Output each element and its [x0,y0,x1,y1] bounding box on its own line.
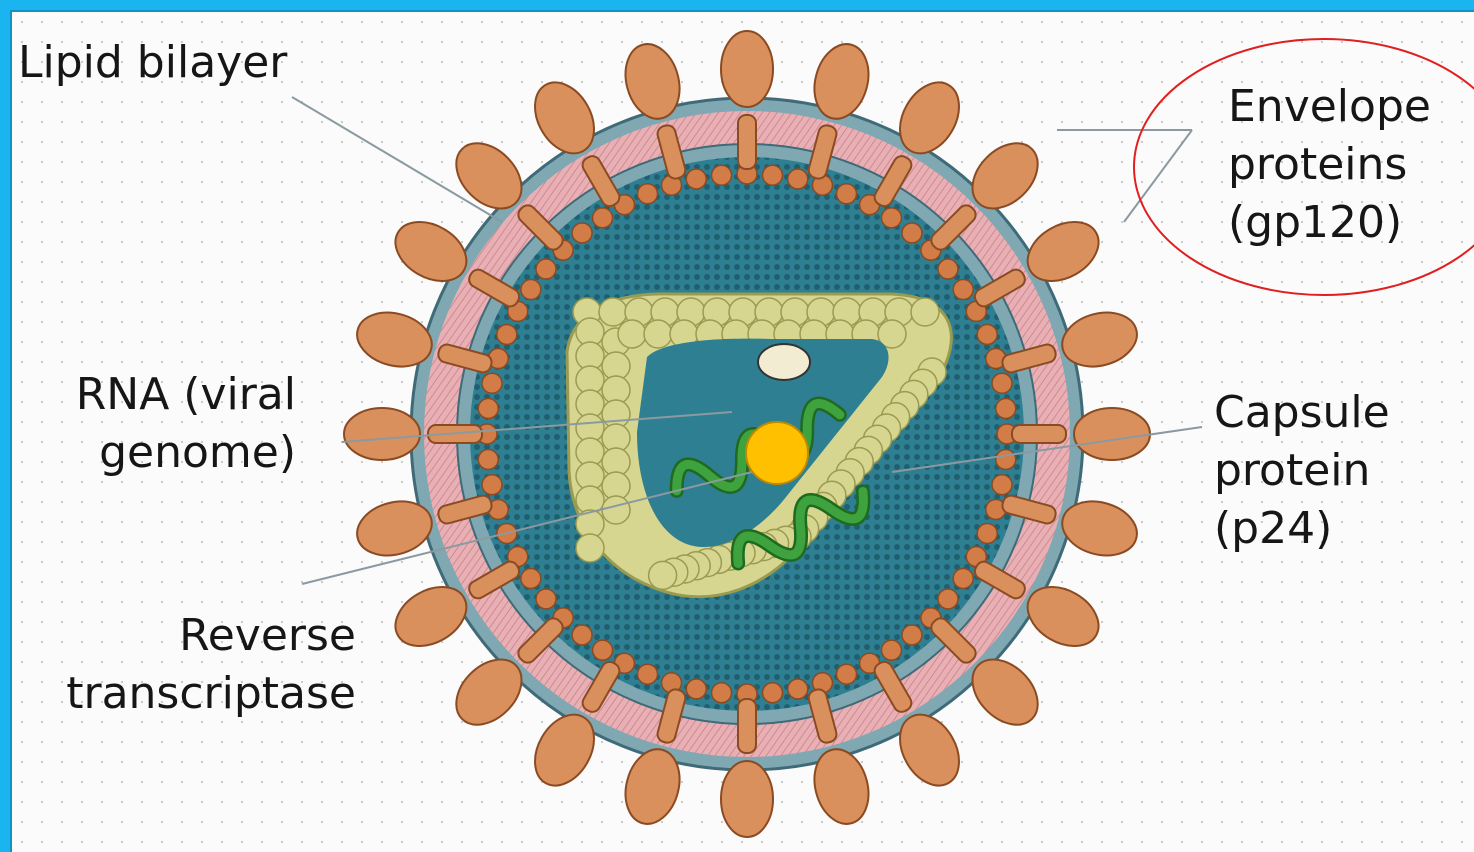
envelope-protein-head [344,408,420,460]
matrix-protein [482,475,502,495]
label-rna-genome: RNA (viral genome) [76,366,296,482]
matrix-protein [572,223,592,243]
diagram-frame: Lipid bilayer Envelope proteins (gp120) … [10,10,1474,852]
matrix-protein [977,523,997,543]
matrix-protein [762,165,782,185]
reverse-transcriptase-particle [746,422,808,484]
matrix-protein [977,325,997,345]
matrix-protein [996,449,1016,469]
label-line: transcriptase [66,665,356,723]
matrix-protein [478,399,498,419]
envelope-protein-stem [738,699,756,753]
capsid-subunit [911,298,939,326]
label-line: Reverse [66,607,356,665]
envelope-protein-head [1074,408,1150,460]
matrix-protein [497,325,517,345]
matrix-protein [572,625,592,645]
matrix-protein [686,169,706,189]
label-line: Envelope [1228,78,1431,136]
matrix-protein [762,683,782,703]
matrix-protein [836,184,856,204]
matrix-protein [712,683,732,703]
capsid-subunit [644,320,672,348]
label-line: Capsule [1214,384,1390,442]
matrix-protein [902,625,922,645]
label-line: RNA (viral [76,366,296,424]
label-line: genome) [76,424,296,482]
capsid-subunit [602,496,630,524]
capsid-subunit [618,320,646,348]
envelope-protein-stem [1012,425,1066,443]
matrix-protein [938,259,958,279]
matrix-protein [881,640,901,660]
label-reverse-transcriptase: Reverse transcriptase [66,607,356,723]
capsid-subunit [649,561,677,589]
matrix-protein [902,223,922,243]
matrix-protein [593,640,613,660]
matrix-protein [881,208,901,228]
matrix-protein [536,589,556,609]
matrix-protein [482,373,502,393]
matrix-protein [686,679,706,699]
matrix-protein [953,280,973,300]
matrix-protein [788,679,808,699]
matrix-protein [712,165,732,185]
envelope-protein-stem [738,115,756,169]
label-capsule-protein: Capsule protein (p24) [1214,384,1390,558]
integrase-particle [758,344,810,380]
matrix-protein [938,589,958,609]
label-line: proteins [1228,136,1431,194]
matrix-protein [536,259,556,279]
matrix-protein [992,475,1012,495]
capsid-subunit [576,534,604,562]
matrix-protein [836,664,856,684]
matrix-protein [478,449,498,469]
matrix-protein [638,664,658,684]
matrix-protein [788,169,808,189]
matrix-protein [521,280,541,300]
matrix-protein [638,184,658,204]
matrix-protein [992,373,1012,393]
label-lipid-bilayer: Lipid bilayer [18,34,287,92]
label-line: (p24) [1214,500,1390,558]
matrix-protein [593,208,613,228]
label-line: (gp120) [1228,194,1431,252]
envelope-protein-head [721,31,773,107]
envelope-protein-head [721,761,773,837]
capsid-subunit [599,298,627,326]
label-envelope-proteins: Envelope proteins (gp120) [1228,78,1431,252]
label-line: protein [1214,442,1390,500]
matrix-protein [996,399,1016,419]
matrix-protein [953,568,973,588]
matrix-protein [521,568,541,588]
